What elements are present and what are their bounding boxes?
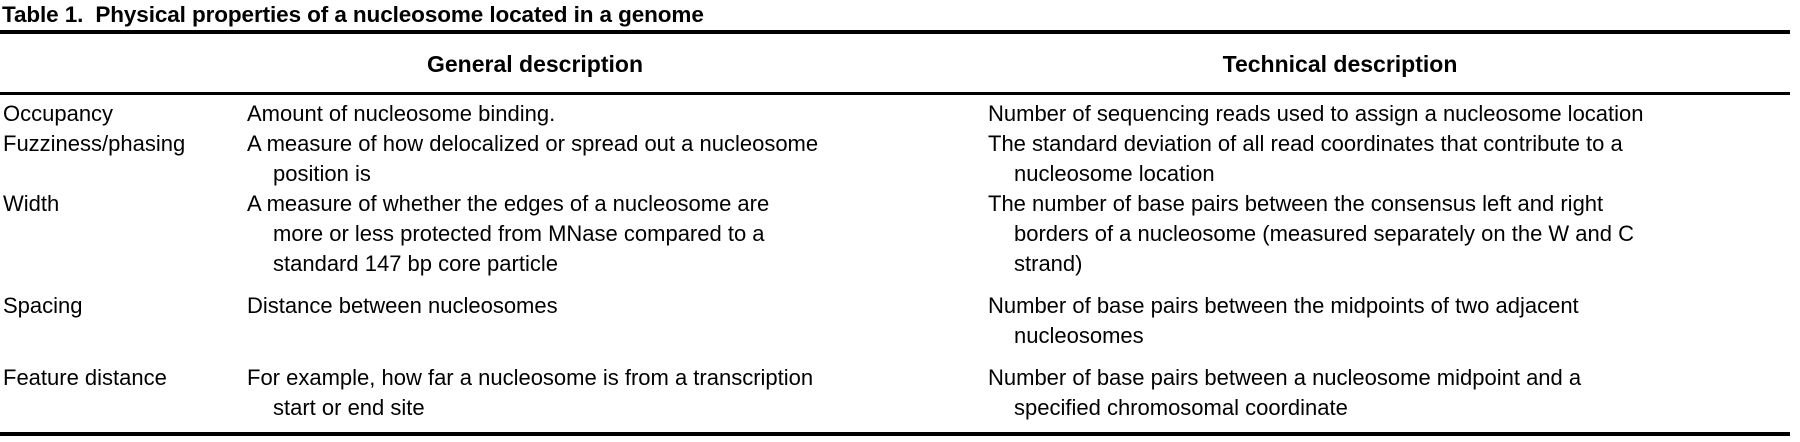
table-caption: Table 1. Physical properties of a nucleos… (2, 0, 704, 30)
row-term: Spacing (3, 291, 208, 321)
row-technical-description-line: Number of sequencing reads used to assig… (988, 101, 1644, 126)
row-general-description: Distance between nucleosomes (247, 291, 947, 321)
row-technical-description: Number of base pairs between the midpoin… (988, 291, 1800, 351)
row-term: Occupancy (3, 99, 208, 129)
column-header-technical-description: Technical description (1222, 51, 1458, 77)
row-technical-description-line: nucleosome location (1014, 161, 1215, 186)
table-caption-label: Table 1. (2, 2, 84, 27)
row-technical-description-line: specified chromosomal coordinate (1014, 395, 1348, 420)
row-general-description-line: A measure of how delocalized or spread o… (247, 131, 819, 156)
row-technical-description-line: strand) (1014, 251, 1083, 276)
row-general-description-line: Distance between nucleosomes (247, 293, 558, 318)
row-technical-description-line: The number of base pairs between the con… (988, 191, 1604, 216)
row-term: Fuzziness/phasing (3, 129, 208, 159)
row-general-description: A measure of how delocalized or spread o… (247, 129, 947, 189)
table-row: Feature distance For example, how far a n… (0, 363, 1800, 423)
table-caption-title: Physical properties of a nucleosome loca… (95, 2, 704, 27)
row-technical-description-line: nucleosomes (1014, 323, 1144, 348)
table-row: Width A measure of whether the edges of a… (0, 189, 1800, 279)
row-general-description: For example, how far a nucleosome is fro… (247, 363, 947, 423)
row-technical-description: The number of base pairs between the con… (988, 189, 1800, 279)
row-general-description-line: more or less protected from MNase compar… (273, 221, 765, 246)
table-rule-bottom (0, 432, 1790, 436)
row-general-description-line: standard 147 bp core particle (273, 251, 558, 276)
row-term-text: Width (3, 191, 60, 216)
row-general-description: A measure of whether the edges of a nucl… (247, 189, 947, 279)
row-general-description-line: Amount of nucleosome binding. (247, 101, 556, 126)
table-row: Spacing Distance between nucleosomes Numbe… (0, 291, 1800, 351)
row-general-description-line: For example, how far a nucleosome is fro… (247, 365, 814, 390)
table-row: Fuzziness/phasing A measure of how deloca… (0, 129, 1800, 189)
row-general-description-line: A measure of whether the edges of a nucl… (247, 191, 770, 216)
row-technical-description-line: Number of base pairs between the midpoin… (988, 293, 1579, 318)
row-technical-description-line: The standard deviation of all read coord… (988, 131, 1623, 156)
row-term-text: Spacing (3, 293, 83, 318)
row-term: Feature distance (3, 363, 208, 393)
row-general-description-line: start or end site (273, 395, 425, 420)
row-term: Width (3, 189, 208, 219)
column-header-general-description: General description (426, 51, 643, 77)
row-technical-description-line: borders of a nucleosome (measured separa… (1014, 221, 1634, 246)
table-row: Occupancy Amount of nucleosome binding. Nu… (0, 99, 1800, 129)
row-term-text: Feature distance (3, 365, 167, 390)
row-term-text: Occupancy (3, 101, 114, 126)
table-rule-header (0, 92, 1790, 95)
table-rule-top (0, 30, 1790, 34)
row-technical-description: Number of base pairs between a nucleosom… (988, 363, 1800, 423)
row-general-description: Amount of nucleosome binding. (247, 99, 947, 129)
row-technical-description: The standard deviation of all read coord… (988, 129, 1800, 189)
row-technical-description-line: Number of base pairs between a nucleosom… (988, 365, 1582, 390)
row-technical-description: Number of sequencing reads used to assig… (988, 99, 1800, 129)
row-term-text: Fuzziness/phasing (3, 131, 186, 156)
row-general-description-line: position is (273, 161, 371, 186)
